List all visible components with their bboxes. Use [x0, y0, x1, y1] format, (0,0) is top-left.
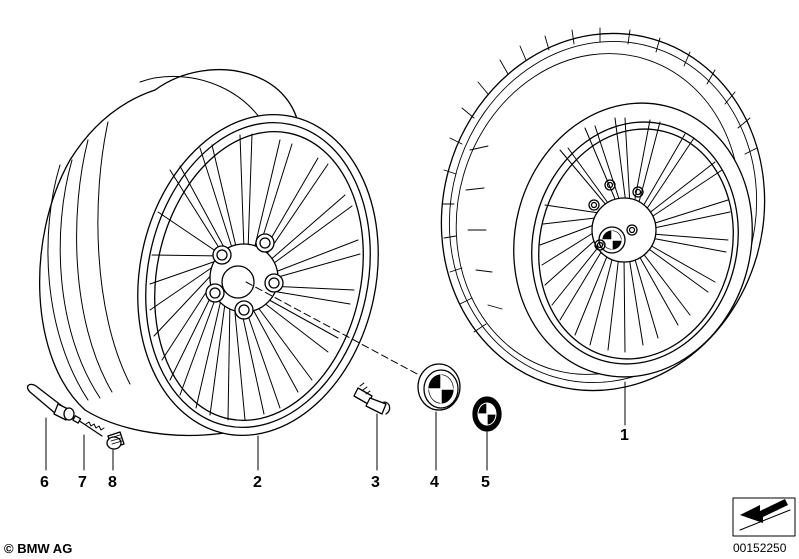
- callout-7: 7: [78, 474, 87, 491]
- callout-8: 8: [108, 474, 117, 491]
- callout-1: 1: [620, 427, 629, 444]
- complete-wheel-icon[interactable]: [400, 0, 799, 429]
- wheel-bolt-icon[interactable]: [353, 382, 391, 415]
- leader-lines: [45, 381, 626, 471]
- alignment-line: [245, 281, 433, 383]
- callout-4: 4: [430, 474, 439, 491]
- tire-valve-icon[interactable]: [26, 383, 75, 421]
- callout-2: 2: [253, 474, 262, 491]
- callout-5: 5: [481, 474, 490, 491]
- callout-3: 3: [371, 474, 380, 491]
- light-alloy-rim-icon[interactable]: [39, 69, 407, 458]
- valve-cap-icon[interactable]: [106, 431, 125, 450]
- copyright-notice: © BMW AG: [4, 541, 73, 556]
- hub-cap-icon[interactable]: [417, 363, 461, 411]
- emblem-icon[interactable]: [472, 396, 502, 432]
- arrow-icon: [732, 497, 796, 537]
- callout-6: 6: [40, 474, 49, 491]
- diagram-number: 00152250: [733, 541, 787, 555]
- valve-insert-icon[interactable]: [72, 415, 105, 437]
